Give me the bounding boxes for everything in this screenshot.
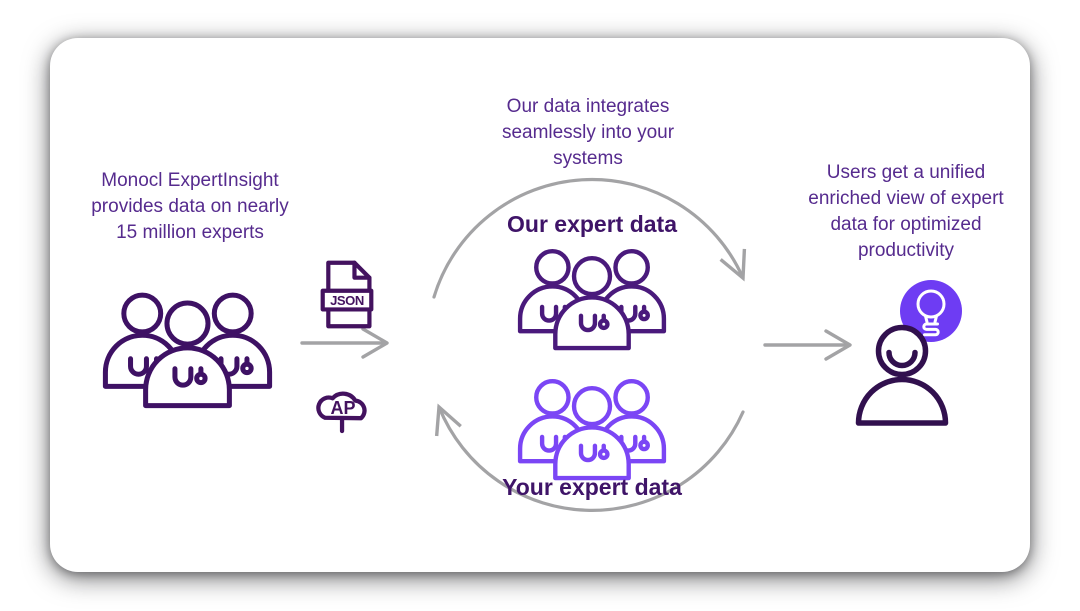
lightbulb-icon [900,280,962,342]
cycle-arrows-icon [432,177,747,512]
integration-caption-line: seamlessly into your [501,122,675,144]
source-caption-line: Monocl ExpertInsight [101,170,279,191]
user-icon [855,324,949,426]
expert-group-icon [95,280,280,409]
integration-caption: Our data integrates seamlessly into your… [458,94,718,172]
outcome-caption-line: data for optimized [830,214,982,236]
your-expert-group-icon [511,368,673,481]
json-file-icon: JSON [320,260,374,329]
outcome-caption: Users get a unified enriched view of exp… [786,160,1026,264]
integration-caption-line: Our data integrates [506,96,670,117]
outcome-caption-line: productivity [857,240,955,262]
source-caption-line: provides data on nearly [91,196,289,218]
our-expert-group-icon [511,238,673,351]
source-caption: Monocl ExpertInsight provides data on ne… [60,168,320,246]
flow-arrow-right [763,329,852,361]
source-caption-line: 15 million experts [116,222,264,244]
your-expert-data-label: Your expert data [502,474,682,500]
user-with-lightbulb-icon [855,280,962,426]
flow-arrow-left [300,327,389,359]
our-expert-data-label: Our expert data [507,211,677,237]
api-cloud-label: AP [330,398,355,418]
outcome-caption-line: Users get a unified [826,162,986,183]
json-file-label: JSON [330,293,364,308]
integration-caption-line: systems [553,148,623,170]
outcome-caption-line: enriched view of expert [808,188,1004,210]
api-cloud-icon: AP [316,391,367,434]
